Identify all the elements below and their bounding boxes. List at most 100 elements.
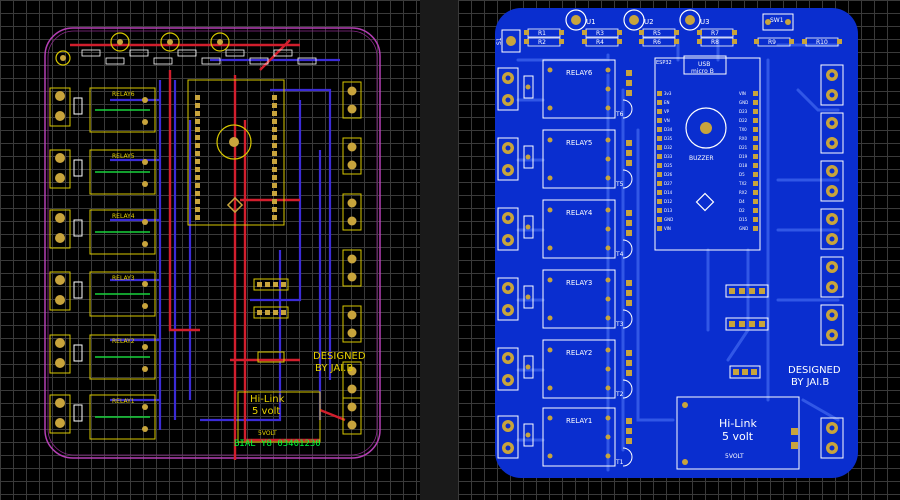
- layout-esp-pad: [195, 119, 200, 124]
- render-relay-pad: [605, 453, 611, 459]
- render-esp-pad: [657, 91, 662, 96]
- render-relay-pad: [547, 245, 553, 251]
- render-diode: [523, 285, 534, 309]
- render-esp-pad: [657, 181, 662, 186]
- layout-esp-pad: [272, 103, 277, 108]
- render-diode-pad: [525, 224, 531, 230]
- render-resistor-pad: [697, 39, 702, 44]
- render-relay-label: RELAY6: [566, 69, 593, 77]
- layout-resistor: [201, 57, 221, 65]
- render-terminal-hole: [505, 237, 511, 243]
- render-resistor-pad: [582, 30, 587, 35]
- layout-pad: [55, 111, 65, 121]
- layout-pad: [347, 328, 357, 338]
- render-terminal-hole: [505, 285, 511, 291]
- render-sw1-pad: [785, 19, 791, 25]
- render-hilink-pad: [682, 459, 688, 465]
- layout-esp-pad: [272, 183, 277, 188]
- layout-pad: [347, 142, 357, 152]
- layout-resistor: [105, 57, 125, 65]
- render-resistor-pad: [617, 39, 622, 44]
- layout-esp-pad: [195, 143, 200, 148]
- render-esp-pad: [657, 154, 662, 159]
- render-canvas[interactable]: RELAY6T6RELAY5T5RELAY4T4RELAY3T3RELAY2T2…: [458, 0, 900, 500]
- layout-led: [110, 32, 130, 52]
- render-esp-pin-right: D4: [739, 199, 745, 204]
- render-esp-pin-left: D32: [664, 145, 673, 150]
- render-designed-line1: DESIGNED: [788, 365, 841, 376]
- layout-led: [210, 32, 230, 52]
- render-resistor-label: R1: [538, 30, 546, 37]
- render-pad: [626, 418, 632, 424]
- render-relay-pad: [547, 315, 553, 321]
- render-led-label: U3: [700, 18, 710, 26]
- layout-terminal: [342, 397, 362, 435]
- layout-header-pad: [273, 310, 278, 315]
- render-terminal-hole: [829, 236, 835, 242]
- render-diode: [523, 75, 534, 99]
- render-terminal-hole: [505, 167, 511, 173]
- render-hilink-line2: 5 volt: [722, 430, 754, 443]
- render-header-pad: [749, 288, 755, 294]
- layout-esp-pad: [195, 159, 200, 164]
- render-esp-pin-left: D27: [664, 181, 673, 186]
- render-relay-pad: [605, 385, 611, 391]
- layout-esp-pad: [195, 111, 200, 116]
- render-logo: [695, 192, 715, 212]
- render-terminal: [497, 277, 519, 321]
- layout-esp-pad: [195, 151, 200, 156]
- render-sw1-pad: [765, 19, 771, 25]
- render-resistor-pad: [837, 39, 842, 44]
- render-relay-outline: [542, 129, 616, 189]
- render-resistor-label: R2: [538, 39, 546, 46]
- layout-terminal: [342, 81, 362, 119]
- layout-pad: [347, 104, 357, 114]
- render-s1: [501, 29, 521, 53]
- render-esp-pin-right: D2: [739, 208, 745, 213]
- layout-buzzer: [216, 124, 252, 160]
- layout-header-pad: [273, 282, 278, 287]
- render-relay-outline: [542, 407, 616, 467]
- layout-pad: [142, 181, 148, 187]
- layout-pad: [142, 366, 148, 372]
- layout-pad: [142, 281, 148, 287]
- render-pad: [626, 140, 632, 146]
- render-diode-pad: [525, 84, 531, 90]
- render-esp-pin-right: VIN: [739, 91, 746, 96]
- render-relay-pad: [547, 385, 553, 391]
- render-trace: [801, 398, 840, 422]
- layout-relay-label: RELAY6: [112, 91, 135, 98]
- layout-esp-outline: [187, 79, 285, 226]
- render-esp-pin-right: TX0: [738, 127, 747, 132]
- render-esp-pad: [753, 154, 758, 159]
- render-hilink-outline: [676, 396, 800, 470]
- render-relay-pad: [605, 366, 611, 372]
- render-terminal: [820, 417, 844, 459]
- render-resistor-pad: [582, 39, 587, 44]
- render-esp-pin-left: GND: [664, 217, 673, 222]
- render-transistor-label: T5: [615, 181, 624, 188]
- render-esp-pin-right: D19: [739, 154, 748, 159]
- render-terminal-hole: [829, 445, 835, 451]
- layout-pad: [55, 295, 65, 305]
- render-relay-outline: [542, 269, 616, 329]
- layout-header-pad: [257, 282, 262, 287]
- top-trace: [243, 120, 320, 442]
- render-esp-pin-right: D18: [739, 163, 748, 168]
- render-transistor: [622, 169, 633, 189]
- render-pad: [626, 370, 632, 376]
- render-esp-pad: [753, 199, 758, 204]
- render-esp-pad: [753, 127, 758, 132]
- layout-esp-pad: [272, 191, 277, 196]
- layout-esp-pad: [195, 207, 200, 212]
- render-header-pad: [739, 288, 745, 294]
- render-led-label: U1: [586, 18, 596, 26]
- layout-relay-outline: [89, 271, 156, 317]
- layout-header: [253, 306, 289, 319]
- render-relay-outline: [542, 339, 616, 399]
- render-terminal-hole: [505, 97, 511, 103]
